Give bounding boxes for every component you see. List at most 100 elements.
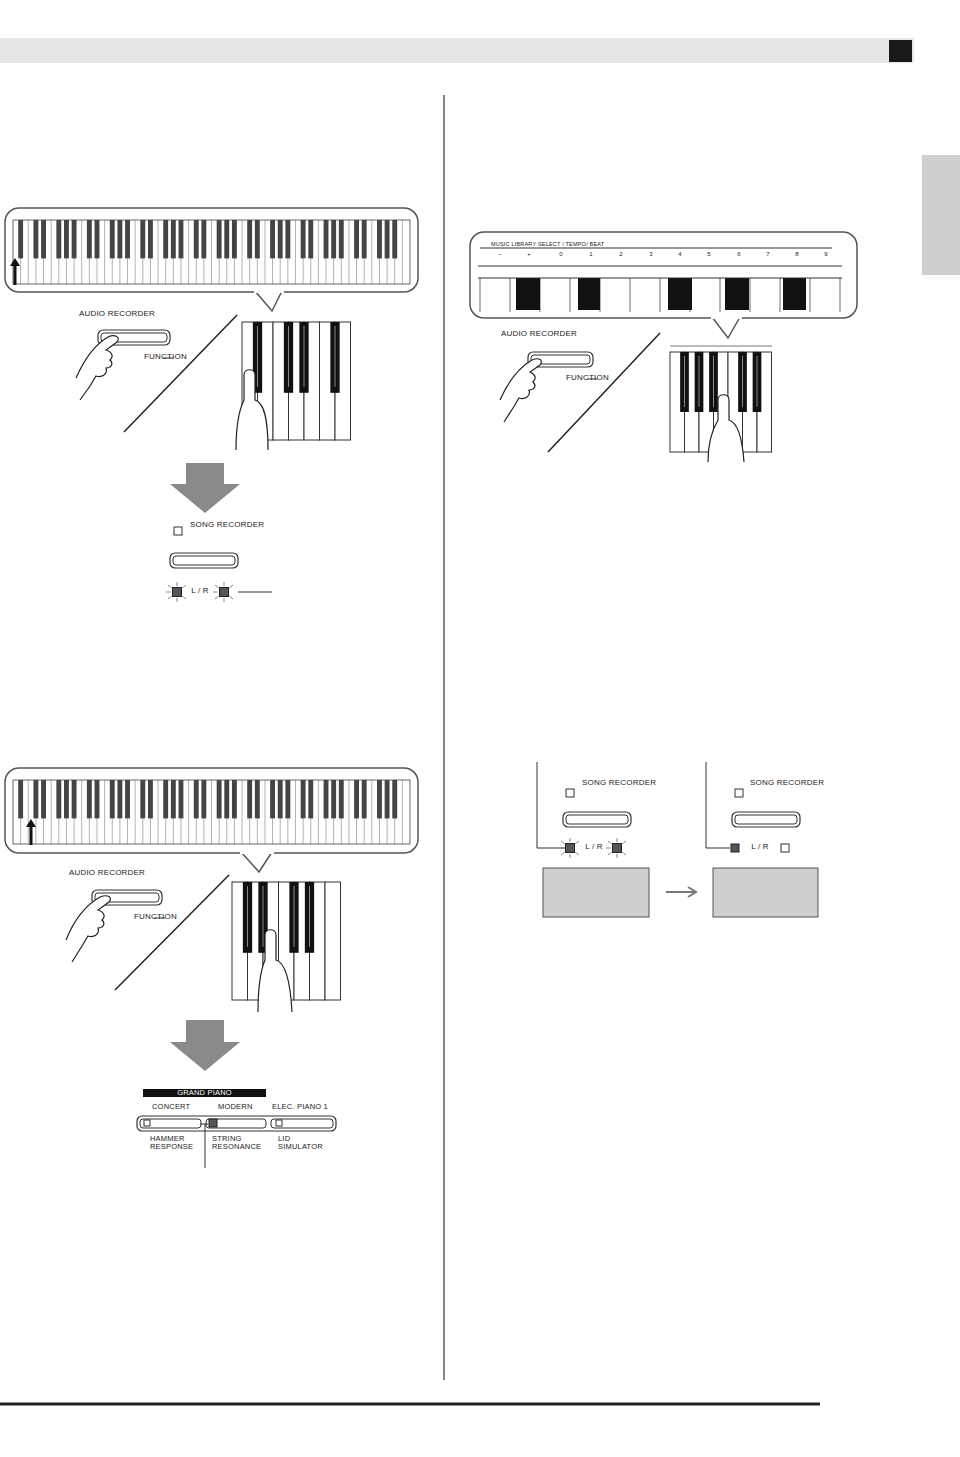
key-divider	[720, 278, 721, 312]
key-top-line	[478, 266, 842, 267]
black-key	[64, 780, 69, 818]
black-key	[709, 352, 718, 412]
key-divider	[402, 220, 403, 284]
hand	[500, 359, 541, 422]
key-divider	[51, 780, 52, 844]
footer-rule	[0, 1403, 820, 1406]
led-lit	[731, 844, 739, 852]
black-key	[41, 220, 46, 258]
key-shine	[699, 356, 700, 407]
keyboard-bubble	[5, 208, 418, 292]
black-key	[33, 780, 38, 818]
black-key	[301, 220, 306, 258]
key-shine	[684, 356, 685, 407]
key-divider	[104, 220, 105, 284]
black-key	[385, 220, 390, 258]
blink-ray	[182, 585, 186, 588]
blink-ray	[224, 598, 225, 602]
black-key	[668, 278, 692, 310]
panel-label: CONCERT	[152, 1103, 190, 1111]
key-shine	[335, 326, 336, 387]
key-divider	[348, 780, 349, 844]
black-key	[163, 780, 168, 818]
black-key	[285, 780, 290, 818]
keyboard-strip	[13, 780, 410, 844]
panel-label: ELEC. PIANO 1	[272, 1103, 328, 1111]
panel-label: SONG RECORDER	[190, 521, 264, 530]
black-key	[285, 220, 290, 258]
black-key	[232, 780, 237, 818]
step-arrow	[170, 463, 240, 513]
panel-label: SONG RECORDER	[750, 779, 824, 788]
screen-box	[713, 868, 818, 917]
black-key	[148, 780, 153, 818]
black-key	[255, 220, 260, 258]
button	[732, 812, 800, 827]
black-key	[56, 220, 61, 258]
black-key	[87, 780, 92, 818]
leader-line	[238, 592, 272, 593]
black-key	[179, 220, 184, 258]
blinking-leds	[166, 582, 233, 602]
blink-ray	[622, 841, 626, 844]
led	[735, 789, 743, 797]
blink-ray	[622, 852, 626, 855]
blink-ray	[229, 596, 233, 599]
black-key	[255, 780, 260, 818]
black-key	[278, 220, 283, 258]
blink-ray	[575, 841, 579, 844]
key-bed	[13, 780, 410, 844]
panel-label: HAMMER RESPONSE	[150, 1135, 202, 1152]
led-blink	[613, 844, 622, 853]
bubble-pointer	[712, 317, 740, 338]
led	[276, 1120, 282, 1126]
black-key	[284, 322, 293, 393]
leader-line	[205, 1124, 206, 1168]
panel-label: 2	[619, 251, 623, 258]
key-divider	[348, 220, 349, 284]
panel-label: MODERN	[218, 1103, 253, 1111]
key-divider	[188, 780, 189, 844]
blink-ray	[182, 596, 186, 599]
black-key	[385, 780, 390, 818]
blink-ray	[575, 852, 579, 855]
blink-ray	[168, 585, 172, 588]
blink-ray	[177, 598, 178, 602]
black-key	[171, 220, 176, 258]
panel-edge	[537, 762, 565, 848]
black-key	[224, 220, 229, 258]
key-divider	[81, 780, 82, 844]
key-shine	[304, 326, 305, 387]
black-key	[301, 780, 306, 818]
black-key	[201, 780, 206, 818]
black-key	[224, 780, 229, 818]
panel-label: 4	[678, 251, 682, 258]
blink-ray	[229, 585, 233, 588]
screen-box	[543, 868, 649, 917]
bubble-gap	[254, 289, 284, 293]
black-key	[339, 220, 344, 258]
led	[174, 527, 182, 535]
panel-label: SONG RECORDER	[582, 779, 656, 788]
panel-label: −	[498, 251, 502, 258]
button-inner	[173, 556, 235, 565]
blink-ray	[213, 592, 217, 593]
panel-label: 1	[589, 251, 593, 258]
key-divider	[158, 220, 159, 284]
black-key	[87, 220, 92, 258]
button	[206, 1119, 266, 1128]
blink-ray	[570, 854, 571, 858]
key-divider	[104, 780, 105, 844]
keyboard-bubble	[5, 768, 418, 853]
panel-label: LID SIMULATOR	[278, 1135, 328, 1152]
key-divider	[211, 780, 212, 844]
black-key	[247, 220, 252, 258]
black-key	[243, 882, 252, 953]
black-key	[41, 780, 46, 818]
key-divider	[750, 278, 751, 312]
hand	[76, 336, 118, 400]
keyboard-bubble	[470, 232, 857, 318]
black-key	[194, 220, 199, 258]
black-key	[140, 780, 145, 818]
black-key	[72, 780, 77, 818]
